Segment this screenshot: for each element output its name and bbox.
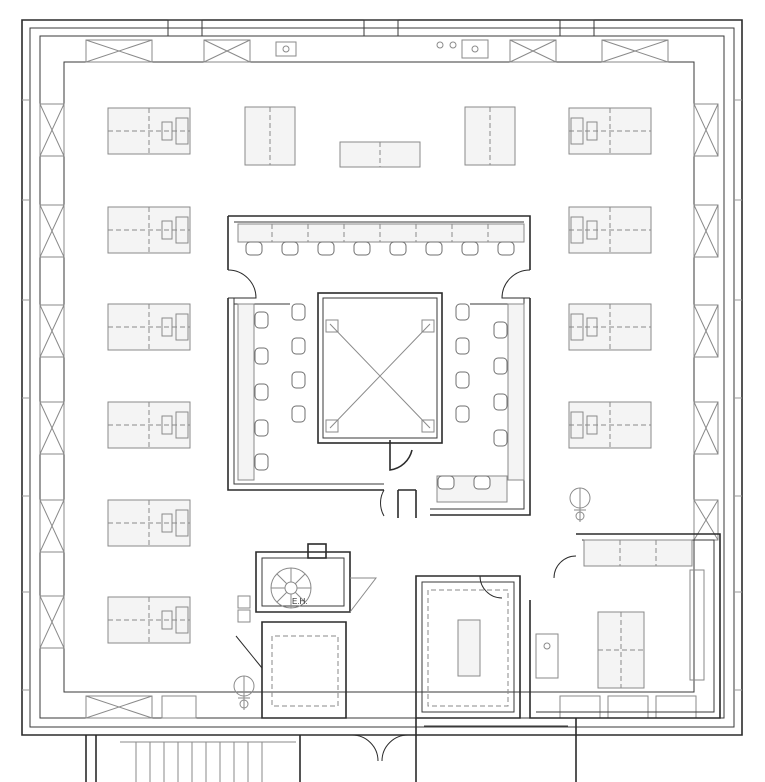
chair <box>291 303 306 321</box>
window-bay-right <box>693 103 719 541</box>
eh-label: E.H. <box>292 597 308 606</box>
exterior-walls <box>21 19 743 736</box>
workstation-cluster <box>107 303 191 351</box>
chair <box>455 337 470 355</box>
chair <box>254 347 269 365</box>
hydrant-icon <box>569 487 591 522</box>
workstation-cluster <box>568 206 652 254</box>
window-bays <box>22 39 742 719</box>
chair <box>389 241 407 256</box>
chair <box>461 241 479 256</box>
top-desks <box>244 106 516 168</box>
central-core <box>227 215 531 518</box>
chair <box>291 405 306 423</box>
chair <box>281 241 299 256</box>
bottom-stair <box>85 718 577 782</box>
chair <box>291 371 306 389</box>
chair <box>254 453 269 471</box>
workstation-clusters-left <box>107 107 191 644</box>
top-sinks <box>275 39 489 59</box>
chair <box>254 383 269 401</box>
workstation-cluster <box>568 107 652 155</box>
chair <box>317 241 335 256</box>
chair <box>245 241 263 256</box>
workstation-cluster <box>568 303 652 351</box>
spiral-stair-room: E.H. <box>255 543 378 613</box>
lower-right-office <box>529 533 721 719</box>
chair <box>425 241 443 256</box>
workstation-cluster <box>107 596 191 644</box>
workstation-cluster <box>107 401 191 449</box>
chair <box>254 311 269 329</box>
chair <box>455 405 470 423</box>
window-bay-top <box>85 39 669 63</box>
workstation-cluster <box>107 499 191 547</box>
workstation-cluster <box>107 107 191 155</box>
chairs <box>245 241 515 490</box>
chair <box>455 303 470 321</box>
core-benches <box>237 223 525 503</box>
chair <box>437 475 455 490</box>
fire-equipment <box>233 487 591 710</box>
workstation-cluster <box>107 206 191 254</box>
hydrant-icon <box>233 675 255 710</box>
window-bay-left <box>39 103 65 649</box>
chair <box>493 321 508 339</box>
chair <box>493 429 508 447</box>
chair <box>473 475 491 490</box>
chair <box>493 393 508 411</box>
lift-lobby-lower <box>235 595 347 719</box>
meeting-room <box>415 575 521 719</box>
lift-shaft <box>317 292 443 471</box>
workstation-cluster <box>568 401 652 449</box>
chair <box>254 419 269 437</box>
chair <box>353 241 371 256</box>
chair <box>497 241 515 256</box>
chair <box>291 337 306 355</box>
chair <box>455 371 470 389</box>
chair <box>493 357 508 375</box>
window-bay-bottom <box>85 695 697 719</box>
workstation-clusters-right <box>568 107 652 449</box>
